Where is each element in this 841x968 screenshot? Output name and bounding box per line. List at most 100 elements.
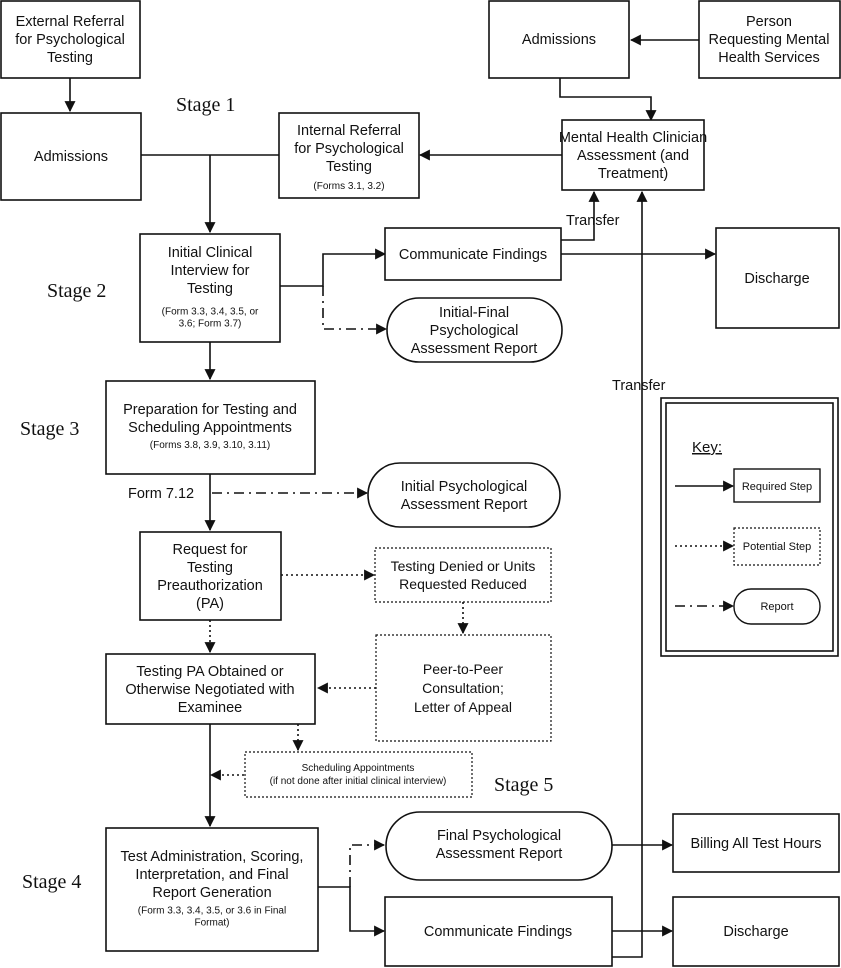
edge-interview-to-initial-final-report: [322, 286, 388, 335]
legend: [660, 397, 839, 657]
text-line: Testing: [187, 281, 233, 297]
text-line: Test Administration, Scoring,: [121, 849, 304, 865]
stage-4-label: Stage 4: [22, 871, 81, 893]
node-admissions-left: [0, 112, 142, 201]
text-line: Admissions: [522, 32, 596, 48]
node-communicate-top: [384, 227, 562, 281]
billing-label: Billing All Test Hours: [690, 836, 821, 852]
text-line: Assessment (and: [577, 148, 689, 164]
legend-potential-box: [733, 527, 821, 566]
node-admissions-top: [488, 0, 630, 79]
stage-5-label: Stage 5: [494, 774, 553, 796]
discharge-top-label: Discharge: [744, 271, 809, 287]
text-line: Format): [195, 918, 230, 929]
text-line: External Referral: [16, 14, 125, 30]
text-line: Assessment Report: [436, 846, 563, 862]
node-pa-obtained: [105, 653, 316, 725]
node-mh-clinician: [561, 119, 705, 191]
form-712-label: Form 7.12: [128, 486, 194, 502]
text-line: Testing PA Obtained or: [136, 664, 283, 680]
text-line: Peer-to-Peer: [423, 661, 503, 677]
text-line: Initial Psychological: [401, 479, 528, 495]
text-line: Admissions: [34, 149, 108, 165]
transfer-top-label: Transfer: [566, 213, 620, 229]
stage-1-label: Stage 1: [176, 94, 235, 116]
text-line: (Form 3.3, 3.4, 3.5, or: [162, 307, 259, 318]
text-line: Preparation for Testing and: [123, 402, 297, 418]
text-line: Testing Denied or Units: [391, 558, 536, 574]
connectors: [64, 34, 717, 958]
communicate-bottom-label: Communicate Findings: [424, 924, 572, 940]
text-line: Report Generation: [152, 885, 271, 901]
text-line: Examinee: [178, 700, 242, 716]
legend-report-label: Report: [760, 601, 793, 613]
stage-2-label: Stage 2: [47, 280, 106, 302]
text-line: (Form 3.3, 3.4, 3.5, or 3.6 in Final: [138, 906, 286, 917]
text-line: Assessment Report: [411, 341, 538, 357]
node-billing: [672, 813, 840, 873]
text-line: Consultation;: [422, 680, 504, 696]
node-external-referral: [0, 0, 141, 79]
text-line: Interpretation, and Final: [135, 867, 288, 883]
text-line: Communicate Findings: [399, 247, 547, 263]
admissions-top-label: Admissions: [522, 32, 596, 48]
node-person-requesting: [698, 0, 841, 79]
text-line: Discharge: [744, 271, 809, 287]
node-scheduling: [244, 751, 473, 798]
text-line: Requesting Mental: [709, 32, 830, 48]
node-initial-final-report: [386, 297, 563, 363]
communicate-top-label: Communicate Findings: [399, 247, 547, 263]
stage-labels: Stage 1 Stage 2 Stage 3 Stage 4 Stage 5: [20, 94, 553, 893]
legend-required-label: Required Step: [742, 481, 812, 493]
discharge-bottom-label: Discharge: [723, 924, 788, 940]
edge-labels: Transfer Transfer Form 7.12: [128, 213, 666, 502]
text-line: Testing: [47, 50, 93, 66]
text-line: Billing All Test Hours: [690, 836, 821, 852]
text-line: for Psychological: [15, 32, 125, 48]
text-line: 3.6; Form 3.7): [179, 319, 242, 330]
legend-required-box: [733, 468, 821, 503]
node-communicate-bottom: [384, 896, 613, 967]
legend-potential-label: Potential Step: [743, 541, 812, 553]
node-discharge-bottom: [672, 896, 840, 967]
text-line: Communicate Findings: [424, 924, 572, 940]
edge-test-admin-to-communicate-bottom: [318, 886, 386, 937]
preparation-forms: (Forms 3.8, 3.9, 3.10, 3.11): [150, 440, 270, 451]
test-admin-label: Test Administration, Scoring, Interpretat…: [121, 849, 304, 901]
admissions-left-label: Admissions: [34, 149, 108, 165]
node-testing-denied: [374, 547, 552, 603]
edge-communicate-to-clinician: [561, 190, 600, 241]
text-line: Treatment): [598, 166, 668, 182]
node-preparation: [105, 380, 316, 475]
edge-admissions-to-clinician: [559, 78, 657, 122]
legend-report-box: [733, 588, 821, 625]
legend-title: Key:: [692, 439, 722, 456]
text-line: Person: [746, 14, 792, 30]
text-line: Preauthorization: [157, 578, 263, 594]
text-line: Psychological: [430, 323, 519, 339]
node-final-report: [385, 811, 613, 881]
text-line: Testing: [187, 560, 233, 576]
transfer-side-label: Transfer: [612, 378, 666, 394]
text-line: Health Services: [718, 50, 820, 66]
scheduling-label: Scheduling Appointments(if not done afte…: [270, 763, 447, 787]
edge-test-admin-to-final-report: [349, 839, 386, 887]
text-line: Initial-Final: [439, 305, 509, 321]
text-line: Internal Referral: [297, 123, 401, 139]
node-internal-referral: [278, 112, 420, 199]
